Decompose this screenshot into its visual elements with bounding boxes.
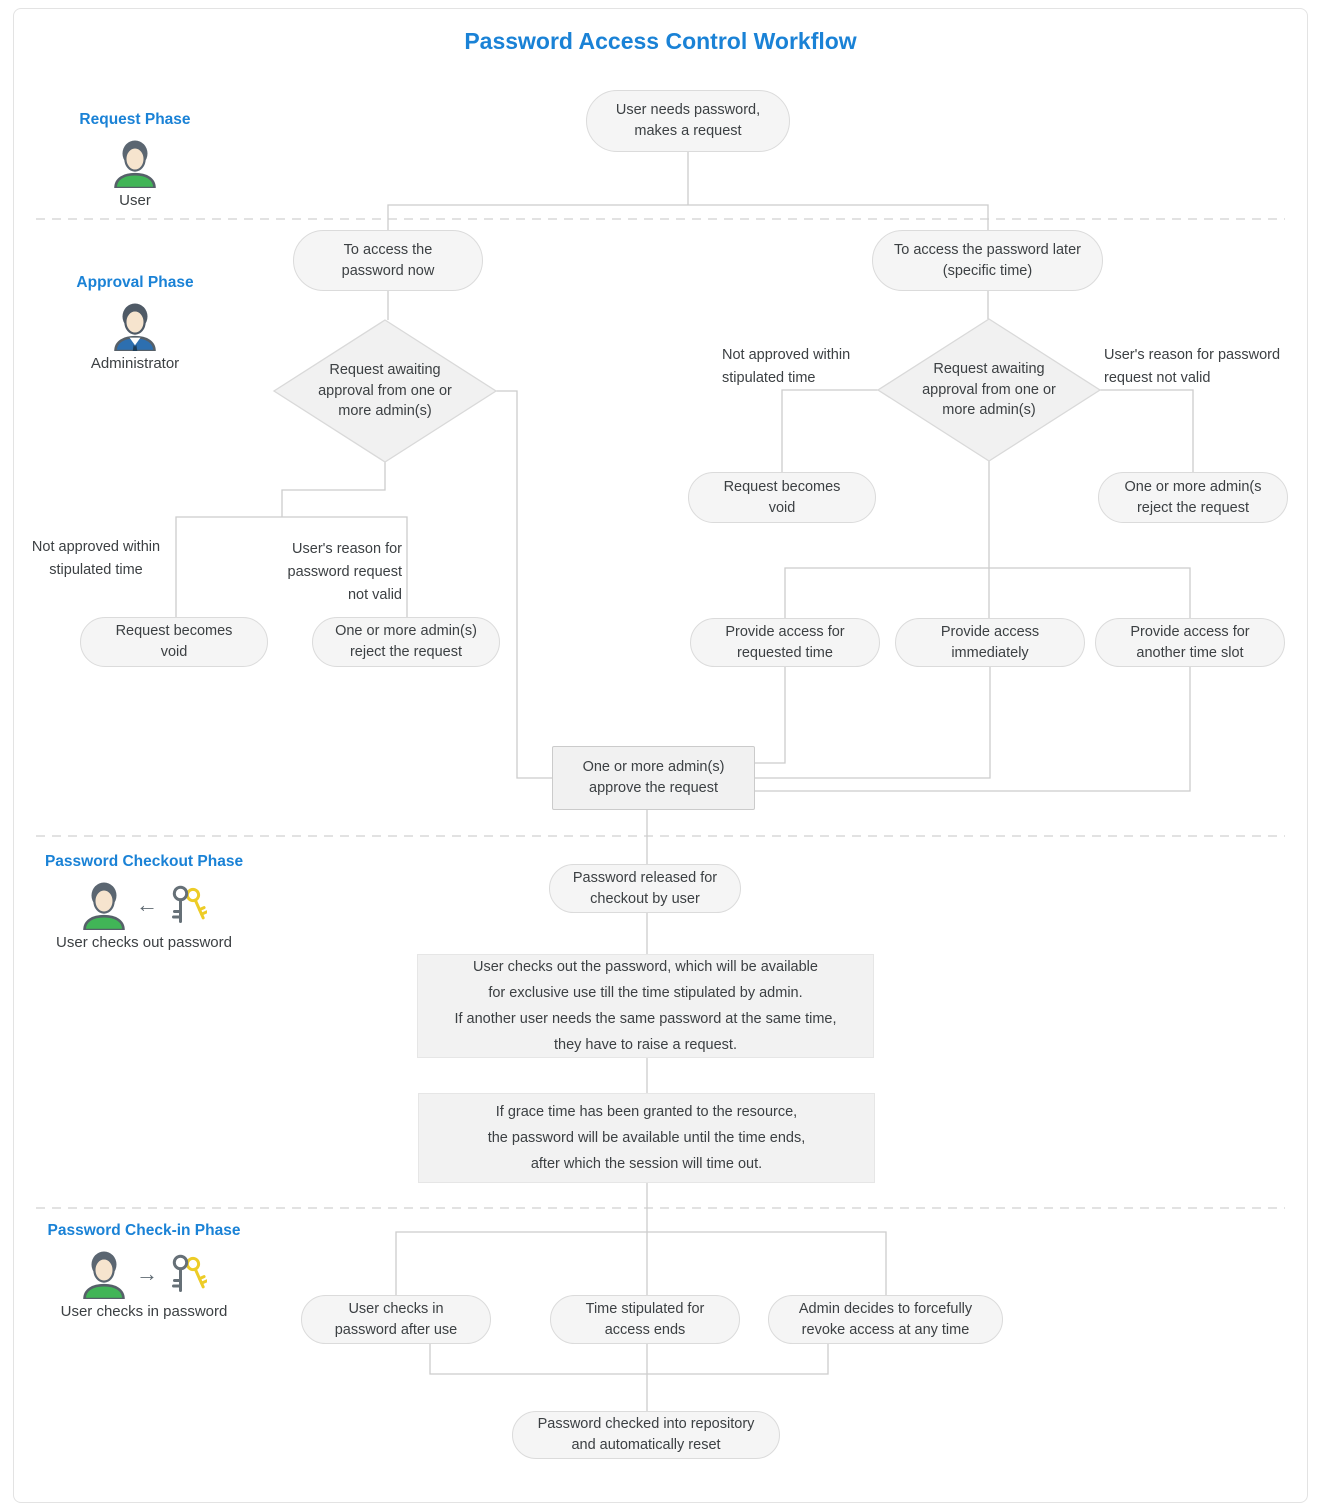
arrow-left-icon: ← (136, 892, 158, 917)
keys-icon (172, 885, 207, 923)
phase-checkin-actor: User checks in password (60, 1303, 228, 1320)
node-awaiting-approval-later: Request awaiting approval from one or mo… (922, 361, 1056, 419)
keys-icon (172, 1254, 207, 1292)
phase-checkout-title: Password Checkout Phase (44, 853, 244, 870)
phase-approval-actor: Administrator (90, 355, 180, 372)
phase-approval: Approval Phase Administrator (15, 274, 255, 372)
user-icon (83, 1251, 125, 1299)
connector-later-invalid (1100, 389, 1194, 472)
connector-checkin-merge (429, 1343, 829, 1411)
decision-diamond-later (876, 318, 1102, 462)
node-access-later: To access the password later (specific t… (872, 230, 1103, 291)
phase-request-actor: User (119, 192, 151, 209)
phase-request: Request Phase User (15, 111, 255, 209)
node-request-void-now: Request becomes void (80, 617, 268, 667)
node-provide-another-slot: Provide access for another time slot (1095, 618, 1285, 667)
connector-now-reject-split (175, 462, 408, 617)
user-icon (114, 140, 156, 188)
connector-start-split (387, 152, 989, 230)
phase-checkin: Password Check-in Phase → User checks in… (24, 1222, 264, 1320)
node-reject-request-now: One or more admin(s) reject the request (312, 617, 500, 667)
node-request-void-later: Request becomes void (688, 472, 876, 523)
phase-checkout-icons: ← (81, 880, 207, 930)
node-awaiting-approval-now: Request awaiting approval from one or mo… (318, 362, 452, 420)
user-icon (83, 882, 125, 930)
node-password-released: Password released for checkout by user (549, 864, 741, 913)
node-checkin-after-use: User checks in password after use (301, 1295, 491, 1344)
diagram-title: Password Access Control Workflow (464, 28, 857, 54)
label-later-not-approved: Not approved within stipulated time (722, 347, 851, 387)
note-grace-time: If grace time has been granted to the re… (418, 1093, 875, 1183)
administrator-icon (114, 303, 156, 351)
node-access-now: To access the password now (293, 230, 483, 291)
phase-request-title: Request Phase (79, 111, 191, 128)
node-provide-requested-time: Provide access for requested time (690, 618, 880, 667)
phase-checkin-icons: → (81, 1249, 207, 1299)
node-reject-request-later: One or more admin(s reject the request (1098, 472, 1288, 523)
node-provide-immediately: Provide access immediately (895, 618, 1085, 667)
node-admin-revoke: Admin decides to forcefully revoke acces… (768, 1295, 1003, 1344)
page-border (13, 8, 1308, 1503)
phase-checkin-title: Password Check-in Phase (47, 1222, 241, 1239)
decision-diamond-now (272, 319, 498, 463)
connector-now-approved (496, 390, 552, 779)
arrow-right-icon: → (136, 1261, 158, 1286)
connector-later-provide-split (784, 461, 1191, 618)
phase-checkout: Password Checkout Phase ← User checks ou… (24, 853, 264, 951)
phase-approval-title: Approval Phase (76, 274, 194, 291)
connector-provide-to-approve (755, 667, 1191, 792)
phase-checkout-actor: User checks out password (56, 934, 232, 951)
connector-checkin-split (395, 1183, 887, 1295)
node-start: User needs password, makes a request (586, 90, 790, 152)
label-later-reason-invalid: User's reason for password request not v… (1104, 347, 1281, 387)
note-checkout-details: User checks out the password, which will… (417, 954, 874, 1058)
node-admins-approve: One or more admin(s) approve the request (552, 746, 755, 810)
connector-later-timeout (781, 389, 878, 472)
label-now-not-approved: Not approved within stipulated time (31, 539, 161, 579)
node-password-reset: Password checked into repository and aut… (512, 1411, 780, 1459)
label-now-reason-invalid: User's reason for password request not v… (287, 541, 402, 604)
node-time-stipulated-ends: Time stipulated for access ends (550, 1295, 740, 1344)
